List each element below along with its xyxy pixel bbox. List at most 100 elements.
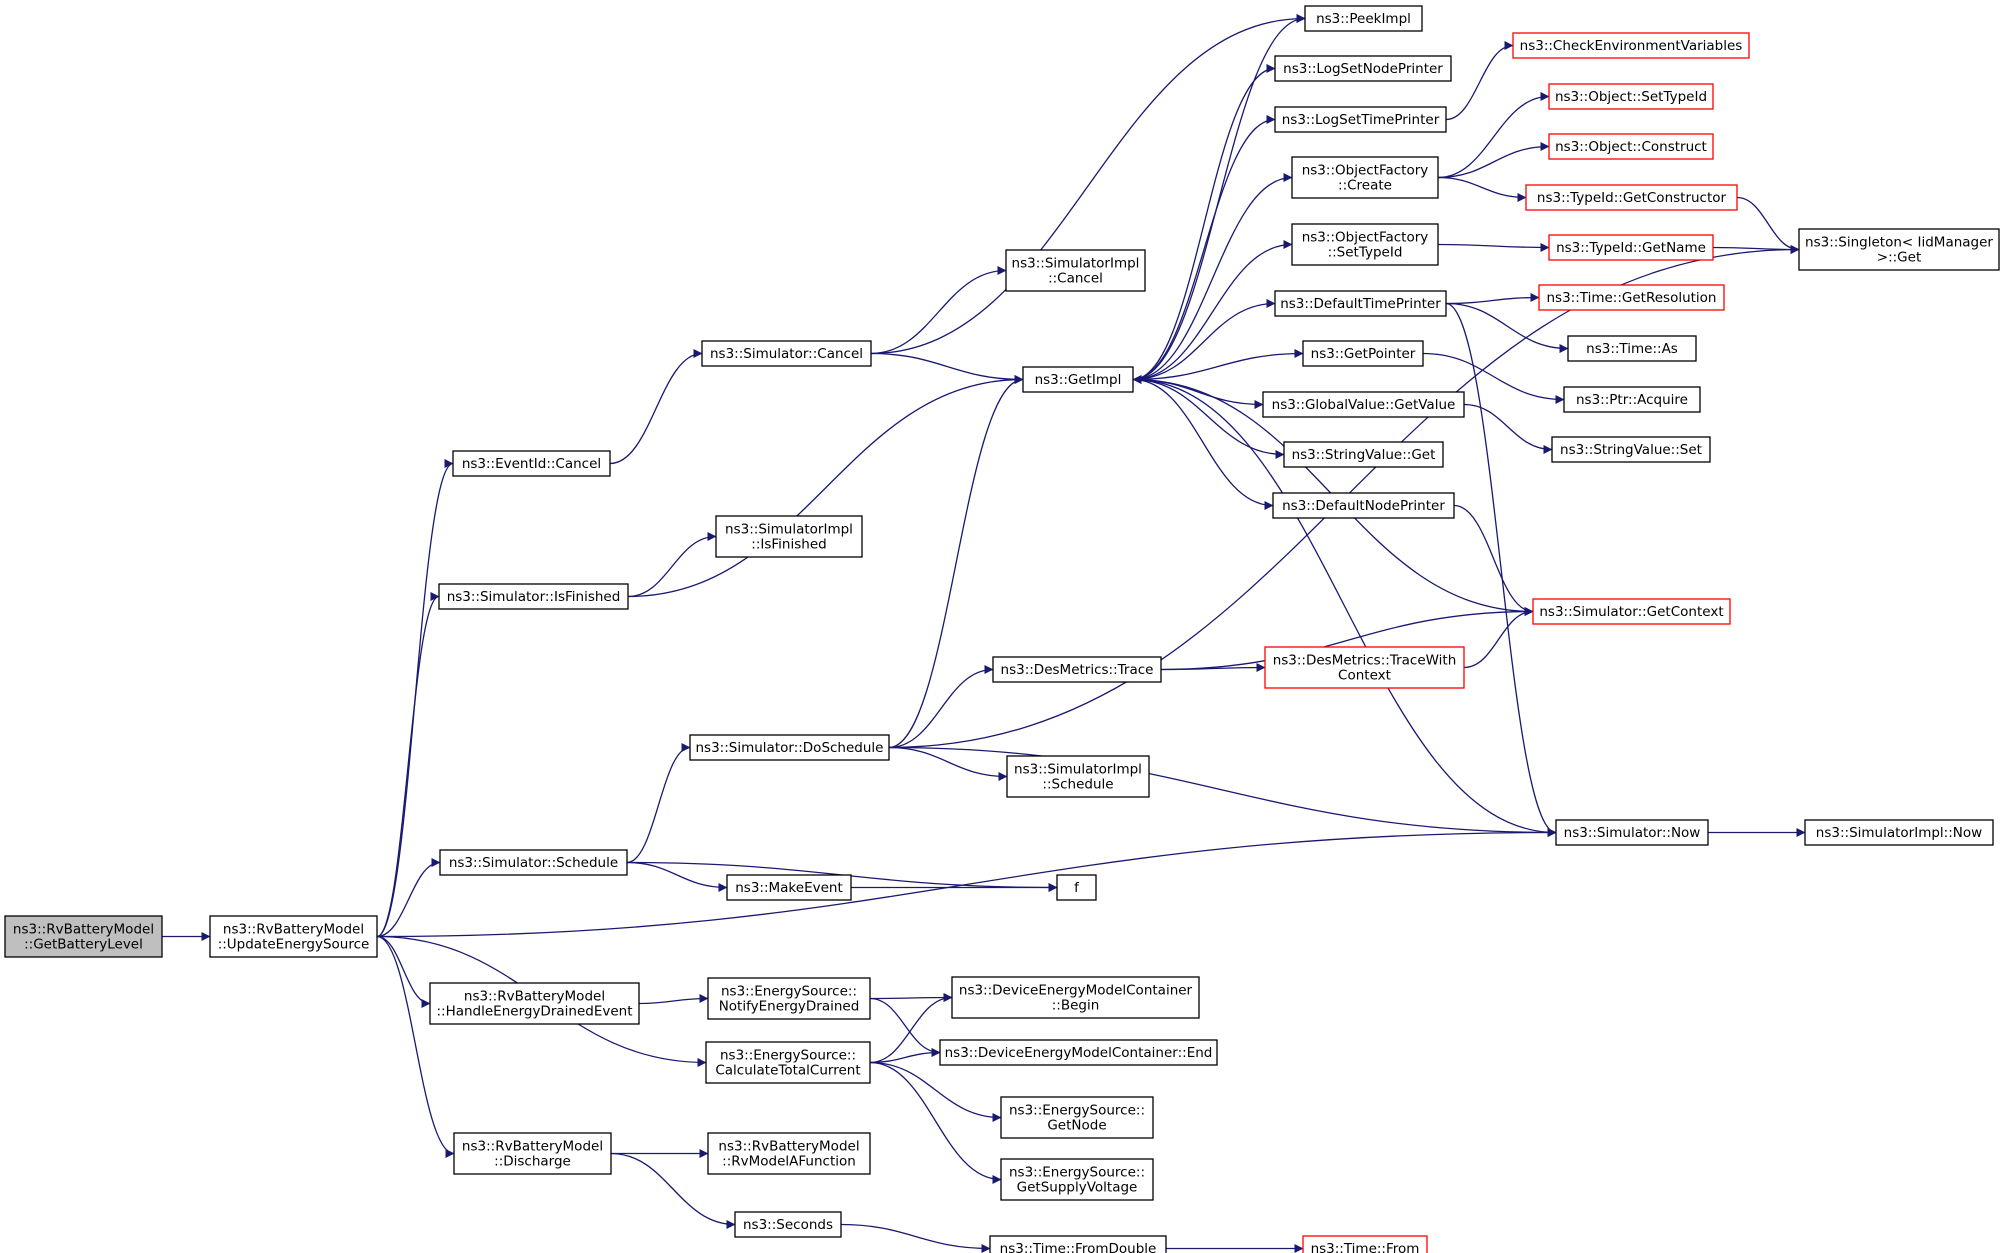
node-box[interactable] — [429, 982, 640, 1025]
node-box[interactable] — [707, 1132, 871, 1175]
node-box[interactable] — [1000, 1096, 1154, 1139]
node-box[interactable] — [705, 1041, 871, 1084]
node-box[interactable] — [989, 1235, 1167, 1253]
node-box[interactable] — [1567, 335, 1697, 362]
node-box[interactable] — [1525, 184, 1738, 211]
node-ns3-rvbatterymodel-handleenergydrainedevent[interactable]: ns3::RvBatteryModel::HandleEnergyDrained… — [429, 982, 640, 1025]
node-ns3-singleton-iidmanager-get[interactable]: ns3::Singleton< IidManager>::Get — [1798, 228, 2000, 271]
node-box[interactable] — [1022, 366, 1134, 393]
node-box[interactable] — [726, 874, 852, 901]
node-ns3-objectfactory-create[interactable]: ns3::ObjectFactory::Create — [1291, 156, 1439, 199]
node-box[interactable] — [734, 1211, 842, 1238]
node-box[interactable] — [1798, 228, 2000, 271]
node-ns3-defaulttimeprinter[interactable]: ns3::DefaultTimePrinter — [1274, 290, 1447, 317]
node-ns3-checkenvironmentvariables[interactable]: ns3::CheckEnvironmentVariables — [1512, 32, 1750, 59]
node-ns3-deviceenergymodelcontainer-end[interactable]: ns3::DeviceEnergyModelContainer::End — [939, 1039, 1218, 1066]
node-ns3-energysource-notifyenergydrained[interactable]: ns3::EnergySource::NotifyEnergyDrained — [707, 977, 871, 1020]
node-box[interactable] — [452, 450, 611, 477]
node-f[interactable]: f — [1056, 874, 1097, 901]
node-ns3-getimpl[interactable]: ns3::GetImpl — [1022, 366, 1134, 393]
node-ns3-eventid-cancel[interactable]: ns3::EventId::Cancel — [452, 450, 611, 477]
node-box[interactable] — [1304, 5, 1423, 32]
node-box[interactable] — [992, 656, 1162, 683]
node-box[interactable] — [439, 849, 628, 876]
node-ns3-simulatorimpl-isfinished[interactable]: ns3::SimulatorImpl::IsFinished — [715, 515, 863, 558]
node-ns3-deviceenergymodelcontainer-begin[interactable]: ns3::DeviceEnergyModelContainer::Begin — [951, 976, 1200, 1019]
node-box[interactable] — [707, 977, 871, 1020]
node-ns3-rvbatterymodel-updateenergysource[interactable]: ns3::RvBatteryModel::UpdateEnergySource — [209, 915, 378, 958]
node-box[interactable] — [1274, 290, 1447, 317]
node-box[interactable] — [438, 583, 629, 610]
node-box[interactable] — [1006, 755, 1150, 798]
node-ns3-rvbatterymodel-discharge[interactable]: ns3::RvBatteryModel::Discharge — [453, 1132, 612, 1175]
node-box[interactable] — [1302, 1235, 1428, 1253]
node-ns3-simulatorimpl-now[interactable]: ns3::SimulatorImpl::Now — [1804, 819, 1994, 846]
node-box[interactable] — [209, 915, 378, 958]
node-box[interactable] — [4, 915, 163, 958]
node-ns3-rvbatterymodel-getbatterylevel[interactable]: ns3::RvBatteryModel::GetBatteryLevel — [4, 915, 163, 958]
node-box[interactable] — [1538, 284, 1725, 311]
node-box[interactable] — [701, 340, 872, 367]
node-ns3-energysource-calculatetotalcurrent[interactable]: ns3::EnergySource::CalculateTotalCurrent — [705, 1041, 871, 1084]
node-box[interactable] — [1283, 441, 1444, 468]
node-box[interactable] — [1804, 819, 1994, 846]
node-ns3-rvbatterymodel-rvmodelafunction[interactable]: ns3::RvBatteryModel::RvModelAFunction — [707, 1132, 871, 1175]
node-ns3-seconds[interactable]: ns3::Seconds — [734, 1211, 842, 1238]
node-box[interactable] — [1512, 32, 1750, 59]
node-box[interactable] — [1555, 819, 1709, 846]
node-ns3-simulatorimpl-cancel[interactable]: ns3::SimulatorImpl::Cancel — [1005, 249, 1146, 292]
node-ns3-simulator-isfinished[interactable]: ns3::Simulator::IsFinished — [438, 583, 629, 610]
node-box[interactable] — [1000, 1158, 1154, 1201]
node-ns3-makeevent[interactable]: ns3::MakeEvent — [726, 874, 852, 901]
node-box[interactable] — [1548, 234, 1714, 261]
node-ns3-peekimpl[interactable]: ns3::PeekImpl — [1304, 5, 1423, 32]
node-ns3-globalvalue-getvalue[interactable]: ns3::GlobalValue::GetValue — [1262, 391, 1465, 418]
node-ns3-ptr-acquire[interactable]: ns3::Ptr::Acquire — [1563, 386, 1701, 413]
node-box[interactable] — [689, 734, 890, 761]
node-ns3-simulator-now[interactable]: ns3::Simulator::Now — [1555, 819, 1709, 846]
node-ns3-energysource-getnode[interactable]: ns3::EnergySource::GetNode — [1000, 1096, 1154, 1139]
node-box[interactable] — [1272, 492, 1455, 519]
node-box[interactable] — [1563, 386, 1701, 413]
node-ns3-energysource-getsupplyvoltage[interactable]: ns3::EnergySource::GetSupplyVoltage — [1000, 1158, 1154, 1201]
node-box[interactable] — [1548, 133, 1714, 160]
node-ns3-object-construct[interactable]: ns3::Object::Construct — [1548, 133, 1714, 160]
node-box[interactable] — [715, 515, 863, 558]
node-ns3-desmetrics-trace[interactable]: ns3::DesMetrics::Trace — [992, 656, 1162, 683]
node-ns3-logsetnodeprinter[interactable]: ns3::LogSetNodePrinter — [1274, 55, 1452, 82]
node-box[interactable] — [1262, 391, 1465, 418]
node-box[interactable] — [1291, 223, 1439, 266]
node-box[interactable] — [1274, 55, 1452, 82]
node-ns3-simulator-doschedule[interactable]: ns3::Simulator::DoSchedule — [689, 734, 890, 761]
node-box[interactable] — [1532, 598, 1731, 625]
node-box[interactable] — [939, 1039, 1218, 1066]
node-ns3-time-getresolution[interactable]: ns3::Time::GetResolution — [1538, 284, 1725, 311]
node-box[interactable] — [1291, 156, 1439, 199]
node-ns3-typeid-getconstructor[interactable]: ns3::TypeId::GetConstructor — [1525, 184, 1738, 211]
node-ns3-object-settypeid[interactable]: ns3::Object::SetTypeId — [1548, 83, 1714, 110]
node-box[interactable] — [1302, 340, 1424, 367]
node-box[interactable] — [1548, 83, 1714, 110]
node-ns3-typeid-getname[interactable]: ns3::TypeId::GetName — [1548, 234, 1714, 261]
node-ns3-getpointer[interactable]: ns3::GetPointer — [1302, 340, 1424, 367]
node-ns3-time-as[interactable]: ns3::Time::As — [1567, 335, 1697, 362]
node-ns3-logsettimeprinter[interactable]: ns3::LogSetTimePrinter — [1274, 106, 1447, 133]
node-ns3-time-from[interactable]: ns3::Time::From — [1302, 1235, 1428, 1253]
node-box[interactable] — [1005, 249, 1146, 292]
node-ns3-stringvalue-get[interactable]: ns3::StringValue::Get — [1283, 441, 1444, 468]
node-ns3-defaultnodeprinter[interactable]: ns3::DefaultNodePrinter — [1272, 492, 1455, 519]
node-ns3-time-fromdouble[interactable]: ns3::Time::FromDouble — [989, 1235, 1167, 1253]
node-ns3-simulator-schedule[interactable]: ns3::Simulator::Schedule — [439, 849, 628, 876]
node-box[interactable] — [1264, 646, 1465, 689]
node-ns3-objectfactory-settypeid[interactable]: ns3::ObjectFactory::SetTypeId — [1291, 223, 1439, 266]
node-box[interactable] — [951, 976, 1200, 1019]
node-ns3-simulator-getcontext[interactable]: ns3::Simulator::GetContext — [1532, 598, 1731, 625]
node-ns3-simulatorimpl-schedule[interactable]: ns3::SimulatorImpl::Schedule — [1006, 755, 1150, 798]
node-ns3-stringvalue-set[interactable]: ns3::StringValue::Set — [1551, 436, 1711, 463]
node-box[interactable] — [1056, 874, 1097, 901]
node-box[interactable] — [1274, 106, 1447, 133]
node-box[interactable] — [1551, 436, 1711, 463]
node-ns3-simulator-cancel[interactable]: ns3::Simulator::Cancel — [701, 340, 872, 367]
node-box[interactable] — [453, 1132, 612, 1175]
